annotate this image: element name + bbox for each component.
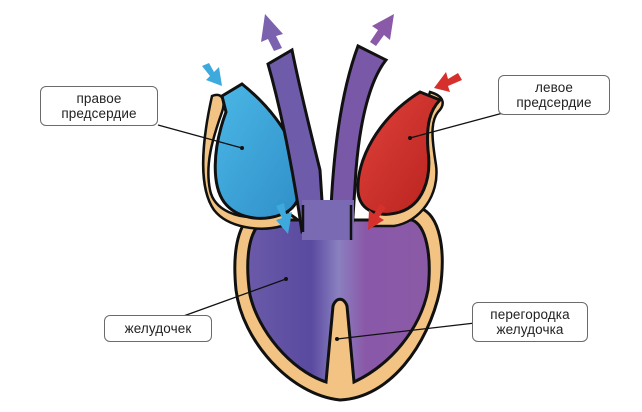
label-left-atrium-line1: левое <box>535 80 573 95</box>
label-septum-line1: перегородка <box>490 307 570 322</box>
leader-right-atrium <box>157 124 243 149</box>
right-atrium <box>213 82 303 220</box>
arrow-down-red-icon <box>368 204 386 230</box>
label-right-atrium: правое предсердие <box>40 86 158 126</box>
arrow-in-red-icon <box>434 72 462 92</box>
label-left-atrium-line2: предсердие <box>516 95 592 110</box>
vessel-junction <box>302 200 354 240</box>
ventricle-cavity <box>246 218 431 385</box>
label-right-atrium-line1: правое <box>76 91 122 106</box>
leader-left-atrium <box>409 112 504 139</box>
label-ventricle-line1: желудочек <box>124 321 192 336</box>
label-septum-line2: желудочка <box>496 322 564 337</box>
arrow-down-blue-icon <box>276 203 292 234</box>
label-ventricle: желудочек <box>104 315 212 342</box>
arrow-in-blue-icon <box>202 63 222 86</box>
leader-septum <box>336 322 476 340</box>
label-septum: перегородка желудочка <box>472 302 588 342</box>
label-right-atrium-line2: предсердие <box>61 106 137 121</box>
label-left-atrium: левое предсердие <box>498 75 610 115</box>
leader-ventricle <box>177 278 287 319</box>
arrow-out-right-icon <box>370 14 394 46</box>
arrow-out-left-icon <box>261 14 283 51</box>
left-atrium <box>356 90 443 216</box>
